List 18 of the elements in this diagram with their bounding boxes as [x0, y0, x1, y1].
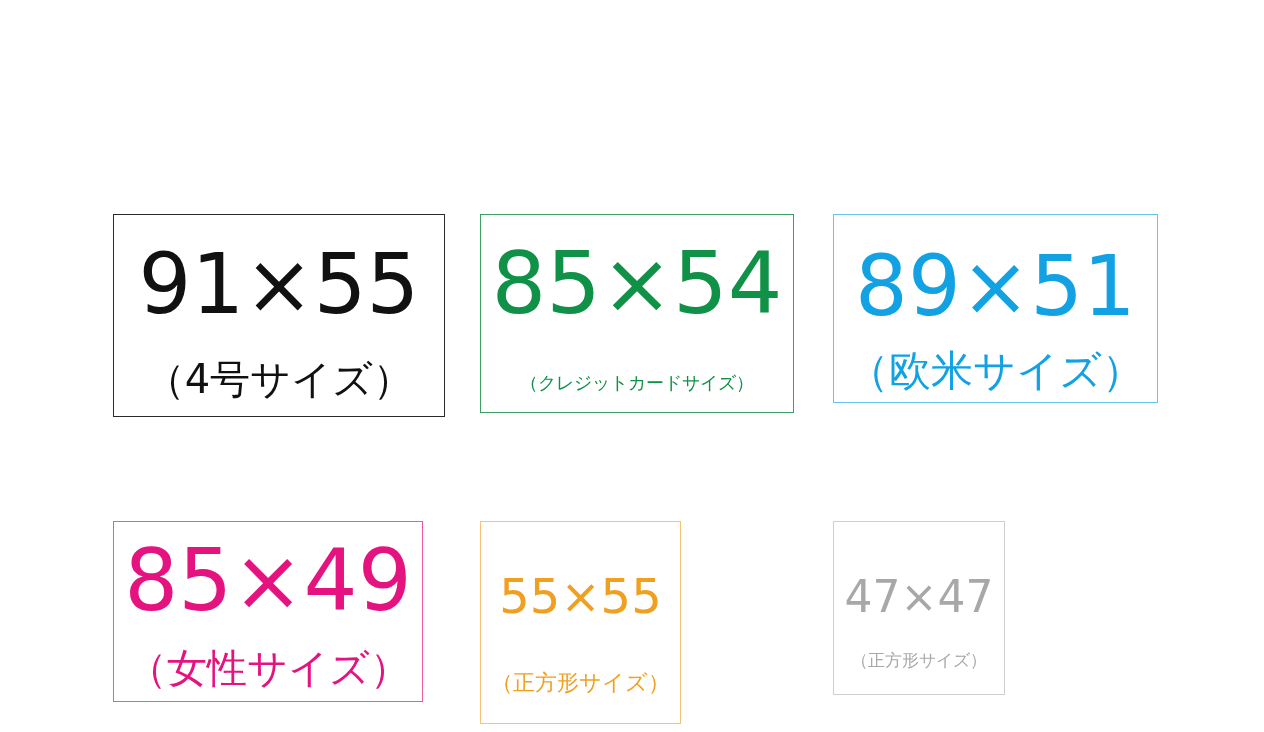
size-name-text: （正方形サイズ）	[851, 652, 987, 669]
size-frame	[113, 521, 423, 702]
dimensions-text: 85×49	[124, 538, 412, 623]
size-name-text: （女性サイズ）	[126, 648, 410, 688]
size-name-text: （欧米サイズ）	[847, 350, 1144, 392]
size-name-text: （4号サイズ）	[144, 359, 414, 399]
size-frame	[833, 521, 1005, 695]
dimensions-text: 85×54	[491, 240, 783, 326]
dimensions-text: 91×55	[138, 243, 420, 326]
size-frame	[480, 214, 794, 413]
dimensions-text: 55×55	[499, 572, 662, 620]
size-frame	[480, 521, 681, 724]
dimensions-text: 89×51	[855, 245, 1136, 328]
dimensions-text: 47×47	[844, 575, 994, 619]
size-frame	[113, 214, 445, 417]
size-name-text: （クレジットカードサイズ）	[520, 374, 754, 392]
size-frame	[833, 214, 1158, 403]
size-name-text: （正方形サイズ）	[491, 672, 670, 694]
